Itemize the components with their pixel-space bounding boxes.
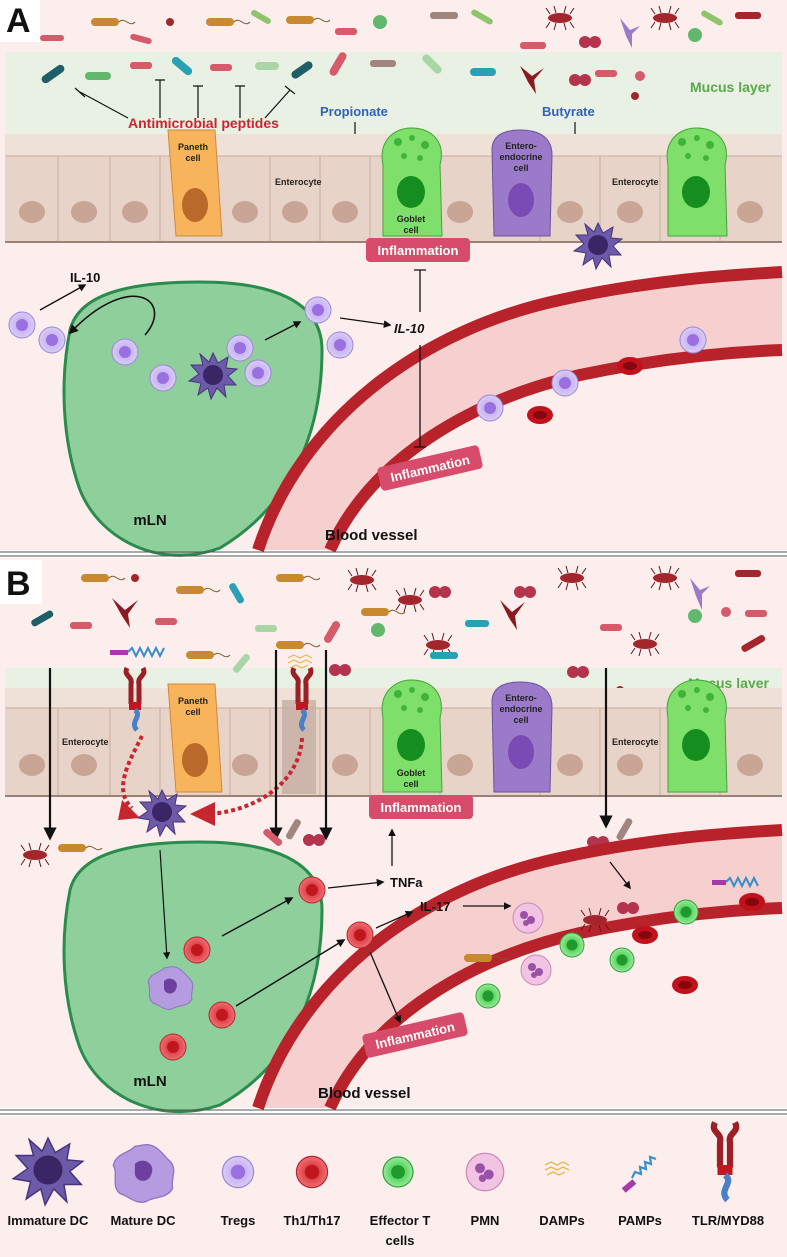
th17-exit-arrow-1 <box>221 897 294 937</box>
antimicrobial-inhibition-lines <box>74 79 296 119</box>
svg-text:mLN: mLN <box>133 512 166 529</box>
panel-b-pamp-bound <box>110 645 165 659</box>
legend-label-th1-th17: Th1/Th17 <box>283 1213 340 1228</box>
panel-a-goblet-label-1: Goblet <box>397 214 426 224</box>
pamp-signal-arrowhead <box>118 800 140 820</box>
panel-a-paneth-label-2: cell <box>185 153 200 163</box>
treg-icon <box>221 1155 255 1189</box>
treg-exit-arrow <box>68 295 156 336</box>
propionate-label: Propionate <box>320 104 388 119</box>
legend-label-effector-t: Effector T <box>370 1213 431 1228</box>
panel-a-enterocyte-right-label: Enterocyte <box>612 177 659 187</box>
legend-label-mature-dc: Mature DC <box>110 1213 176 1228</box>
panel-a-paneth-cell: Paneth cell <box>167 129 223 237</box>
legend-label-tlr-myd88: TLR/MYD88 <box>692 1213 764 1228</box>
panel-divider-1 <box>0 551 787 557</box>
panel-b-entero-label-2: endocrine <box>499 704 542 714</box>
microbe-vessel-arrow <box>609 861 631 890</box>
panel-a-il10-center-label: IL-10 <box>394 321 425 336</box>
panel-a-microbiota <box>40 5 761 100</box>
svg-text:mLN: mLN <box>133 1073 166 1090</box>
tnfa-label: TNFa <box>390 875 423 890</box>
panel-b-enterocyte-left-label: Enterocyte <box>62 737 109 747</box>
panel-b-paneth-label-1: Paneth <box>178 696 208 706</box>
tlr-myd88-icon <box>710 1121 740 1203</box>
panel-a-letter: A <box>6 2 31 40</box>
panel-divider-2 <box>0 1109 787 1115</box>
legend-label-damps: DAMPs <box>539 1213 585 1228</box>
panel-a-enteroendocrine-cell: Entero- endocrine cell <box>491 129 553 237</box>
pmn-icon <box>465 1152 505 1192</box>
damp-signal-dotted-arrow <box>209 737 304 816</box>
treg-migration-arrow <box>264 321 302 341</box>
il17-arrow <box>375 910 414 929</box>
panel-b-letter-bg <box>0 560 42 604</box>
panel-a-goblet-label-2: cell <box>403 225 418 235</box>
damp-signal-arrowhead <box>190 802 215 826</box>
panel-b-goblet-label-2: cell <box>403 779 418 789</box>
legend-label-pamps: PAMPs <box>618 1213 662 1228</box>
panel-b-letter: B <box>6 565 31 603</box>
pamps-icon <box>621 1155 657 1193</box>
panel-b-goblet-cell-2 <box>666 679 728 793</box>
th1-th17-icon <box>295 1155 329 1189</box>
svg-text:Blood vessel: Blood vessel <box>318 1085 411 1102</box>
panel-a-entero-label-1: Entero- <box>505 141 537 151</box>
panel-b-mln: mLN <box>62 840 324 1114</box>
panel-b-goblet-label-1: Goblet <box>397 768 426 778</box>
il10-inhibit-top <box>414 269 426 312</box>
antimicrobial-peptides-label: Antimicrobial peptides <box>128 115 279 131</box>
panel-a-letter-bg <box>0 0 40 42</box>
effector-t-cell-icon <box>382 1156 414 1188</box>
legend-label-tregs: Tregs <box>221 1213 256 1228</box>
panel-b-paneth-label-2: cell <box>185 707 200 717</box>
pamp-signal-dotted-arrow <box>121 735 144 810</box>
panel-b: Mucus layer Enterocyte Enterocyte Paneth… <box>0 558 787 1114</box>
panel-b-entero-label-3: cell <box>513 715 528 725</box>
panel-a-enterocyte-left-label: Enterocyte <box>275 177 322 187</box>
panel-a: Mucus layer Antimicrobial peptides Propi… <box>0 0 787 557</box>
svg-text:Blood vessel: Blood vessel <box>325 527 418 544</box>
dc-maturation-arrow <box>159 849 171 960</box>
panel-b-translocated-microbes <box>20 818 633 868</box>
legend-label-immature-dc: Immature DC <box>8 1213 90 1228</box>
legend-label-pmn: PMN <box>471 1213 500 1228</box>
legend-label-effector-t-2: cells <box>386 1233 415 1248</box>
panel-a-goblet-cell-2 <box>666 127 728 237</box>
panel-b-paneth-cell: Paneth cell <box>167 683 223 793</box>
panel-a-entero-label-2: endocrine <box>499 152 542 162</box>
panel-a-mucus-layer-label: Mucus layer <box>690 79 771 95</box>
panel-a-paneth-label-1: Paneth <box>178 142 208 152</box>
panel-b-enterocyte-right-label: Enterocyte <box>612 737 659 747</box>
panel-a-il10-left-label: IL-10 <box>70 270 100 285</box>
panel-a-goblet-cell-1: Goblet cell <box>381 127 443 237</box>
panel-a-inflammation-badge-vessel: Inflammation <box>377 445 483 491</box>
il10-inhibit-vessel <box>414 345 426 448</box>
svg-text:Inflammation: Inflammation <box>381 800 462 815</box>
tnfa-arrow <box>327 878 385 889</box>
panel-a-entero-label-3: cell <box>513 163 528 173</box>
legend: Immature DC Mature DC Tregs Th1/Th17 Eff… <box>0 1116 787 1257</box>
panel-b-enteroendocrine-cell: Entero- endocrine cell <box>491 681 553 793</box>
butyrate-label: Butyrate <box>542 104 595 119</box>
il10-center-arrow <box>339 317 392 328</box>
th17-exit-arrow-2 <box>235 939 346 1007</box>
th17-inflammation-arrow <box>369 951 402 1024</box>
il17-label: IL-17 <box>420 899 450 914</box>
panel-b-blood-microbes <box>463 875 759 963</box>
panel-a-inflammation-badge-top: Inflammation <box>366 238 470 262</box>
panel-b-goblet-cell-1: Goblet cell <box>381 679 443 793</box>
il10-left-arrow <box>39 284 87 311</box>
panel-b-damp-bound <box>287 654 313 669</box>
svg-text:Inflammation: Inflammation <box>378 243 459 258</box>
panel-b-inflammation-badge-top: Inflammation <box>369 795 473 819</box>
panel-b-entero-label-1: Entero- <box>505 693 537 703</box>
damps-icon <box>544 1161 570 1176</box>
